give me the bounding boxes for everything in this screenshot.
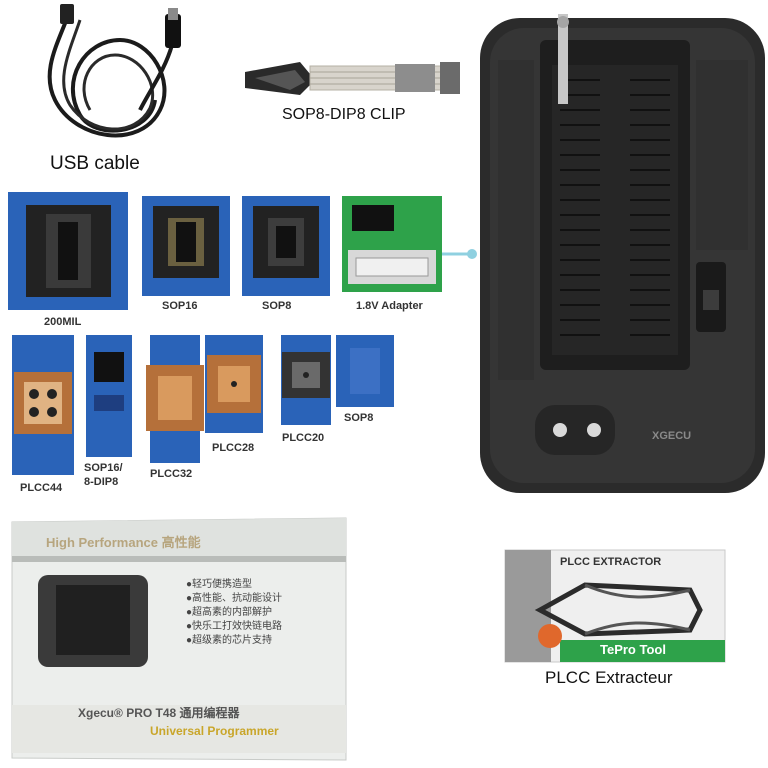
- extractor-card-title: PLCC EXTRACTOR: [560, 556, 662, 568]
- box-feature: ●超高素的内部解护: [186, 607, 273, 618]
- adapter-plcc32-label: PLCC32: [150, 468, 193, 480]
- box-header: High Performance 高性能: [46, 535, 201, 550]
- adapter-200mil: [8, 192, 128, 310]
- adapter-plcc20: [281, 335, 331, 425]
- adapter-plcc28: [205, 335, 263, 433]
- zif-socket-pins: [560, 79, 670, 336]
- clip-label: SOP8-DIP8 CLIP: [282, 106, 406, 123]
- adapter-plcc20-label: PLCC20: [282, 432, 325, 444]
- adapter-sop16: [142, 196, 230, 296]
- plcc-extracteur-label: PLCC Extracteur: [545, 668, 673, 687]
- adapter-sop16-8dip8-label-1: SOP16/: [84, 462, 123, 474]
- adapter-sop8-b: [336, 335, 394, 407]
- box-feature: ●轻巧便携造型: [186, 579, 253, 590]
- box-subtitle: Universal Programmer: [150, 724, 279, 738]
- box-feature: ●超级素的芯片支持: [186, 635, 273, 646]
- box-brand: Xgecu® PRO T48 通用编程器: [78, 706, 240, 720]
- programmer-badge: XGECU: [652, 430, 692, 442]
- adapter-200mil-label: 200MIL: [44, 316, 82, 328]
- t48-programmer: [480, 14, 765, 493]
- adapter-plcc44-label: PLCC44: [20, 482, 63, 494]
- box-feature: ●快乐工打效快链电路: [186, 621, 283, 632]
- adapter-sop8-b-label: SOP8: [344, 412, 374, 424]
- box-feature-list: ●轻巧便携造型 ●高性能、抗动能设计 ●超高素的内部解护 ●快乐工打效快链电路 …: [186, 578, 282, 648]
- usb-cable-label: USB cable: [50, 153, 140, 174]
- plcc-extractor-card: [504, 549, 726, 663]
- adapter-plcc44: [12, 335, 74, 475]
- extractor-card-brand: TePro Tool: [600, 642, 666, 657]
- adapter-plcc32: [146, 335, 204, 463]
- adapter-sop8-a-label: SOP8: [262, 300, 292, 312]
- box-feature: ●高性能、抗动能设计: [186, 593, 283, 604]
- sop8-dip8-clip: [245, 62, 460, 95]
- retail-box: [11, 517, 347, 761]
- usb-cable-coil: [47, 4, 181, 138]
- adapter-sop16-8dip8: [86, 335, 132, 457]
- adapter-sop8-a: [242, 196, 330, 296]
- adapter-1-8v-label: 1.8V Adapter: [356, 300, 423, 312]
- adapter-sop16-8dip8-label-2: 8-DIP8: [84, 476, 119, 488]
- adapter-sop16-label: SOP16: [162, 300, 198, 312]
- adapter-1-8v: [342, 196, 477, 292]
- adapter-plcc28-label: PLCC28: [212, 442, 255, 454]
